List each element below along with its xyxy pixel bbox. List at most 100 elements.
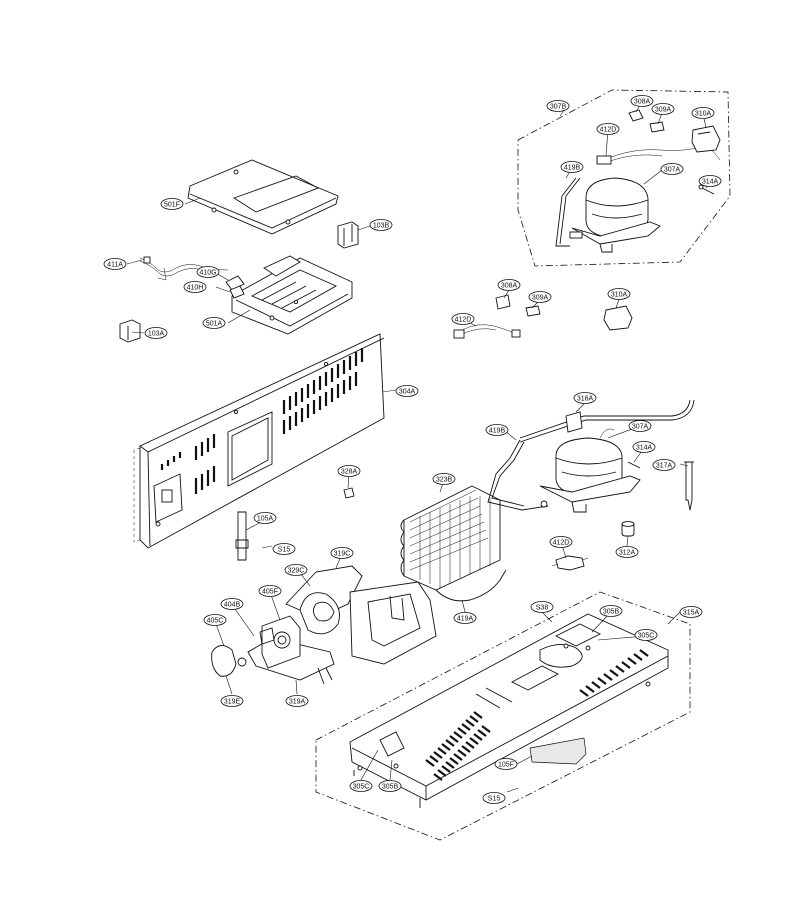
callout-text: 103A: [148, 330, 165, 337]
callout-text: 412D: [600, 126, 617, 133]
callout-text: 419B: [489, 427, 506, 434]
callout-307a_mid: 307A: [628, 420, 652, 432]
compressor-mid: [487, 399, 695, 513]
callout-text: 307B: [550, 103, 567, 110]
callout-oval: [330, 547, 354, 559]
fan-motor-assembly: [211, 565, 437, 685]
callout-s15_bot: S15: [482, 792, 506, 804]
callout-text: 314A: [636, 444, 653, 451]
callout-text: 323B: [436, 476, 453, 483]
bracket-103B: [337, 221, 359, 249]
callout-305b_bot: 305B: [378, 780, 402, 792]
callout-oval: [103, 258, 127, 270]
callout-text: 314A: [702, 178, 719, 185]
callout-text: 103B: [373, 222, 390, 229]
callout-text: 404B: [224, 601, 241, 608]
callout-oval: [337, 465, 361, 477]
vent-group-304A: [160, 348, 364, 494]
callout-text: 315A: [683, 609, 700, 616]
callout-text: 405C: [207, 617, 224, 624]
callout-412d_top: 412D: [596, 123, 620, 135]
grommet-312A: [621, 521, 635, 537]
callout-text: 501F: [164, 201, 180, 208]
callout-text: 310A: [695, 110, 712, 117]
compressor-option-group: [517, 89, 731, 267]
callout-text: 312A: [619, 549, 636, 556]
callout-oval: [220, 598, 244, 610]
callout-text: 329C: [288, 567, 305, 574]
callout-oval: [258, 585, 282, 597]
callout-105a: 105A: [253, 512, 277, 524]
callout-text: 328A: [341, 468, 358, 475]
callout-312a: 312A: [615, 546, 639, 558]
callout-text: S38: [536, 604, 549, 611]
bracket-103A: [119, 319, 141, 343]
callout-oval: [560, 161, 584, 173]
callout-412d_low: 412D: [549, 536, 573, 548]
back-panel-304A: [133, 333, 385, 549]
callout-329c: 329C: [284, 564, 308, 576]
callout-304a: 304A: [395, 385, 419, 397]
callout-404b: 404B: [220, 598, 244, 610]
callout-308a_top: 308A: [630, 95, 654, 107]
callout-323b: 323B: [432, 473, 456, 485]
callout-319c: 319C: [330, 547, 354, 559]
callout-315a: 315A: [679, 606, 703, 618]
callout-103b: 103B: [369, 219, 393, 231]
probe-317A: [684, 461, 694, 511]
callout-305c_top: 305C: [634, 629, 658, 641]
callout-text: 319C: [334, 550, 351, 557]
callout-419a: 419A: [453, 612, 477, 624]
callout-text: 411A: [107, 261, 123, 268]
callout-oval: [660, 163, 684, 175]
callout-307b: 307B: [546, 100, 570, 112]
control-box-501A: [225, 255, 353, 335]
callout-oval: [284, 564, 308, 576]
callout-oval: [494, 758, 518, 770]
callout-text: 501A: [206, 320, 223, 327]
callout-oval: [546, 100, 570, 112]
callout-oval: [196, 266, 220, 278]
callout-oval: [530, 601, 554, 613]
callout-oval: [453, 612, 477, 624]
callout-419b_top: 419B: [560, 161, 584, 173]
callout-oval: [378, 780, 402, 792]
bushing-328A: [343, 487, 355, 499]
callout-103a: 103A: [144, 327, 168, 339]
callout-oval: [679, 606, 703, 618]
relay-set-mid: [453, 294, 633, 339]
callout-oval: [573, 392, 597, 404]
callout-oval: [432, 473, 456, 485]
callout-text: 307A: [664, 166, 681, 173]
callout-405f: 405F: [258, 585, 282, 597]
callout-oval: [485, 424, 509, 436]
callout-oval: [160, 198, 184, 210]
callout-oval: [632, 441, 656, 453]
callout-oval: [272, 543, 296, 555]
callout-308a_mid: 308A: [497, 279, 521, 291]
callout-text: 319A: [289, 698, 306, 705]
callout-text: 305C: [353, 783, 370, 790]
callout-oval: [220, 695, 244, 707]
callout-text: 105A: [257, 515, 274, 522]
callout-text: 316A: [577, 395, 594, 402]
callout-501f: 501F: [160, 198, 184, 210]
callout-text: 419A: [457, 615, 474, 622]
callout-319a: 319A: [285, 695, 309, 707]
bracket-105A: [235, 511, 273, 561]
callout-314a_top: 314A: [698, 175, 722, 187]
callout-412d_mid: 412D: [451, 313, 475, 325]
callout-305c_bot: 305C: [349, 780, 373, 792]
callout-410h: 410H: [183, 281, 207, 293]
callout-307a_top: 307A: [660, 163, 684, 175]
callout-text: 105F: [498, 761, 514, 768]
callout-oval: [599, 605, 623, 617]
callout-410g: 410G: [196, 266, 220, 278]
connector-412D-low: [551, 555, 589, 571]
callout-oval: [395, 385, 419, 397]
callout-405c: 405C: [203, 614, 227, 626]
callout-s38: S38: [530, 601, 554, 613]
callout-310a_mid: 310A: [607, 288, 631, 300]
callout-text: 309A: [532, 294, 549, 301]
callout-oval: [634, 629, 658, 641]
